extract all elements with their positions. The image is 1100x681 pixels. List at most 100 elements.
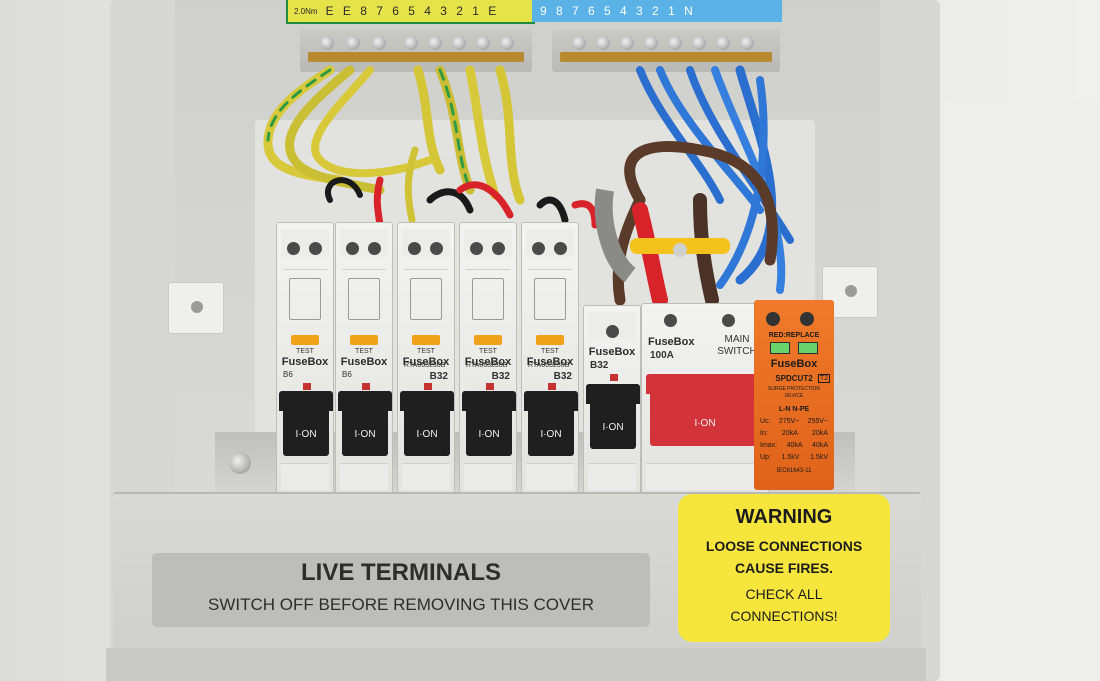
mcb-breaker-6: FuseBox B32 I·ON	[583, 305, 641, 497]
screw-icon	[668, 36, 682, 50]
warning-sticker: WARNING LOOSE CONNECTIONS CAUSE FIRES. C…	[678, 494, 890, 642]
spd-brand: FuseBox	[770, 358, 818, 370]
test-button[interactable]	[412, 335, 440, 345]
clamp-screw-icon	[673, 243, 687, 257]
test-button[interactable]	[474, 335, 502, 345]
breaker-toggle[interactable]: I·ON	[338, 391, 392, 456]
screw-icon	[740, 36, 754, 50]
earth-wire-stripe	[438, 68, 472, 192]
toggle-tab	[400, 391, 454, 411]
toggle-on-label: I·ON	[416, 429, 438, 440]
live-terminals-sticker: LIVE TERMINALS SWITCH OFF BEFORE REMOVIN…	[152, 553, 650, 627]
test-button[interactable]	[536, 335, 564, 345]
breaker-brand: FuseBox	[588, 346, 636, 358]
screw-icon	[320, 36, 334, 50]
spd-desc-1: SURGE PROTECTION	[768, 386, 820, 392]
warning-line-2: CAUSE FIRES.	[734, 560, 833, 576]
spec-b: 255V~	[807, 418, 828, 425]
toggle-tab	[524, 391, 578, 411]
rcbo-breaker-4: TEST FuseBox RTA063230B B32 I·ON	[459, 222, 517, 497]
breaker-brand: FuseBox	[281, 356, 329, 368]
toggle-on-label: I·ON	[295, 429, 317, 440]
screw-icon	[404, 36, 418, 50]
breaker-foot	[588, 463, 636, 490]
spd-columns: L-N N-PE	[778, 406, 810, 413]
test-label: TEST	[479, 348, 497, 355]
toggle-tab	[586, 384, 640, 404]
breaker-terminals	[281, 229, 329, 257]
rcbo-breaker-1: TEST FuseBox B6 I·ON	[276, 222, 334, 497]
spd-status: RED:REPLACE	[768, 332, 820, 339]
terminal-icon	[800, 312, 814, 326]
earth-wire	[404, 146, 419, 224]
terminal-icon	[606, 325, 619, 338]
black-wire	[426, 188, 474, 214]
test-label: TEST	[417, 348, 435, 355]
neutral-bar-label: 9 8 7 6 5 4 3 2 1 N	[532, 0, 782, 22]
terminal-icon	[492, 242, 505, 255]
breaker-brand: FuseBox	[340, 356, 388, 368]
neutral-wire	[636, 66, 724, 204]
neutral-bar-numbers: 9 8 7 6 5 4 3 2 1 N	[540, 4, 696, 18]
breaker-toggle[interactable]: I·ON	[462, 391, 516, 456]
toggle-on-label: I·ON	[354, 429, 376, 440]
spec-b: 20kA	[812, 430, 828, 437]
spec-key: In:	[760, 430, 768, 437]
earth-busbar-brass	[308, 52, 524, 62]
toggle-on-label: I·ON	[478, 429, 500, 440]
screw-icon	[620, 36, 634, 50]
toggle-on-label: I·ON	[540, 429, 562, 440]
earth-busbar	[300, 30, 532, 72]
live-red-wire	[373, 176, 384, 229]
breaker-toggle[interactable]: I·ON	[586, 384, 640, 449]
toggle-tab	[279, 391, 333, 411]
breaker-diagram	[283, 269, 327, 330]
terminal-icon	[408, 242, 421, 255]
breaker-diagram	[528, 269, 572, 330]
spd-desc-2: DEVICE	[784, 393, 804, 399]
terminal-icon	[287, 242, 300, 255]
trip-indicator	[303, 383, 311, 390]
screw-icon	[229, 452, 251, 474]
warning-line-3: CHECK ALL	[745, 586, 823, 602]
breaker-terminals	[464, 229, 512, 257]
breaker-toggle[interactable]: I·ON	[279, 391, 333, 456]
earth-wire	[413, 65, 445, 175]
terminal-icon	[766, 312, 780, 326]
trip-indicator	[362, 383, 370, 390]
trip-indicator	[486, 383, 494, 390]
toggle-tab	[462, 391, 516, 411]
black-wire	[536, 196, 569, 224]
spec-a: 1.5kV	[781, 454, 800, 461]
breaker-diagram	[404, 269, 448, 330]
breaker-terminals	[402, 229, 450, 257]
breaker-model: RTA063230B	[466, 362, 508, 369]
screw-icon	[476, 36, 490, 50]
test-button[interactable]	[291, 335, 319, 345]
test-button[interactable]	[350, 335, 378, 345]
breaker-terminals	[340, 229, 388, 257]
breaker-toggle[interactable]: I·ON	[400, 391, 454, 456]
breaker-toggle[interactable]: I·ON	[524, 391, 578, 456]
breaker-brand: FuseBox	[402, 356, 450, 368]
neutral-wire	[656, 66, 764, 214]
warning-title: WARNING	[735, 506, 833, 528]
earth-wire-stripe	[266, 68, 332, 142]
terminal-icon	[532, 242, 545, 255]
spd-indicator-window	[770, 342, 790, 354]
spd-model: SPDCUT2	[775, 374, 813, 383]
main-switch-toggle[interactable]: I·ON	[646, 374, 764, 446]
breaker-rating: B32	[429, 371, 448, 382]
earth-bar-torque: 2.0Nm	[294, 6, 318, 16]
spd-indicator-window	[798, 342, 818, 354]
breaker-model: RTA063230B	[528, 362, 570, 369]
test-label: TEST	[355, 348, 373, 355]
terminal-icon	[309, 242, 322, 255]
spec-key: Imax:	[760, 442, 778, 449]
screw-icon	[572, 36, 586, 50]
breaker-model: B6	[342, 370, 352, 379]
main-switch-rating: 100A	[650, 350, 674, 361]
